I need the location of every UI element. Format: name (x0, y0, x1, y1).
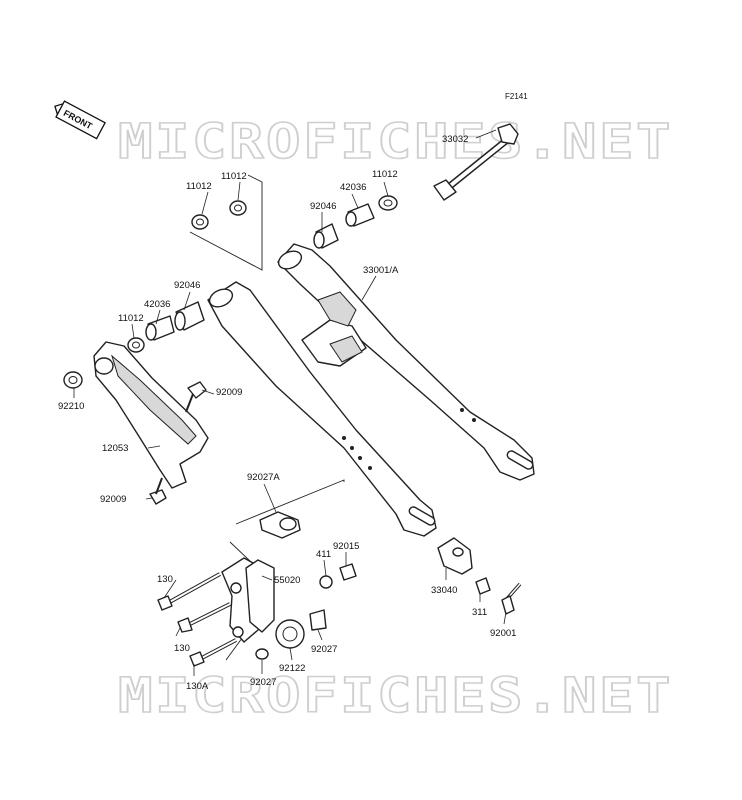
front-arrow-icon: FRONT (54, 100, 106, 140)
part-label: 11012 (221, 171, 247, 182)
part-label: 11012 (186, 181, 212, 192)
part-label: 11012 (372, 169, 398, 180)
part-label: 33001/A (363, 265, 399, 276)
part-label: 92027 (311, 644, 337, 655)
part-label: 92046 (174, 280, 200, 291)
bolts (157, 572, 237, 667)
part-label: 92122 (279, 663, 305, 674)
chain-adjuster (437, 537, 522, 615)
part-label: 92009 (100, 494, 126, 505)
part-label: 92027A (247, 472, 280, 483)
part-label: 92210 (58, 401, 84, 412)
part-labels: 33032 11012 11012 11012 42036 92046 3300… (58, 134, 516, 692)
part-label: 92046 (310, 201, 336, 212)
part-label: 33032 (442, 134, 468, 145)
pivot-parts-left-lower (127, 301, 205, 353)
chain-guide (63, 341, 209, 505)
part-label: 130A (186, 681, 209, 692)
pivot-parts-left-upper (189, 174, 263, 271)
part-label: 92009 (216, 387, 242, 398)
figure-code: F2141 (505, 92, 528, 101)
part-label: 130 (174, 643, 190, 654)
shock-bracket (221, 479, 357, 661)
part-label: 42036 (340, 182, 366, 193)
part-label: 12053 (102, 443, 128, 454)
part-label: 55020 (274, 575, 300, 586)
watermark-bottom: MICROFICHES.NET (118, 668, 673, 724)
swing-arm (207, 243, 535, 537)
watermark-top: MICROFICHES.NET (118, 114, 673, 170)
part-label: 42036 (144, 299, 170, 310)
part-label: 11012 (118, 313, 144, 324)
part-label: 311 (472, 607, 487, 618)
part-label: 33040 (431, 585, 457, 596)
leader-lines (73, 129, 507, 676)
part-label: 130 (157, 574, 173, 585)
part-label: 92001 (490, 628, 516, 639)
pivot-shaft (433, 123, 519, 201)
part-label: 411 (316, 549, 331, 560)
pivot-parts-right (313, 195, 398, 249)
part-label: 92015 (333, 541, 359, 552)
part-label: 92027 (250, 677, 276, 688)
